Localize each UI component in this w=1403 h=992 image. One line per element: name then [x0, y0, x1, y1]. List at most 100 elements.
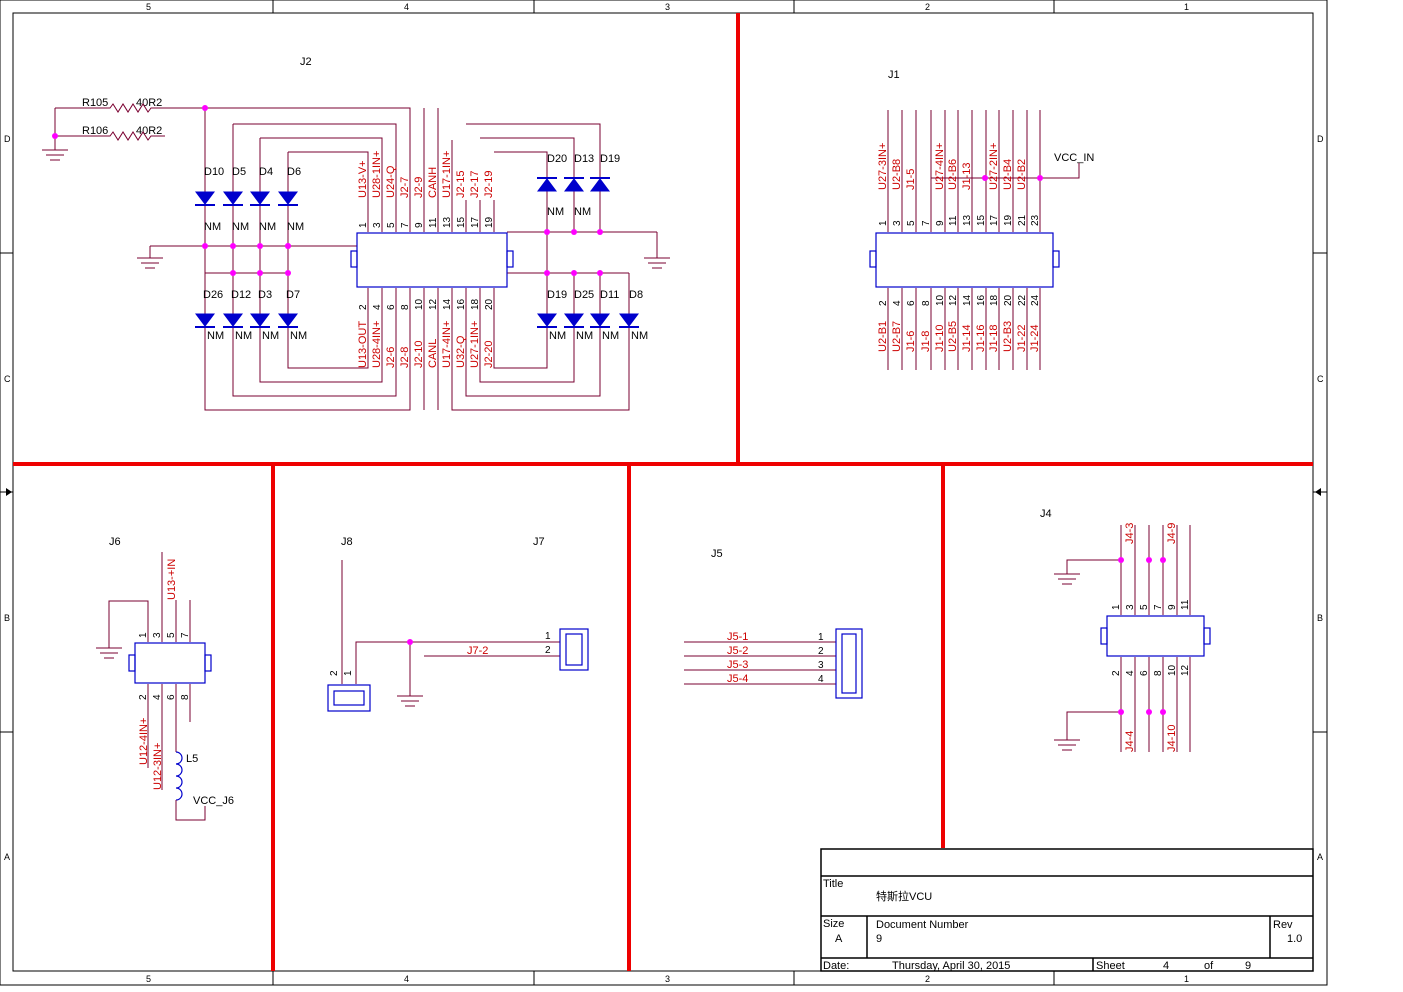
junction-dot: [257, 243, 263, 249]
j6-bot-pin-number: 6: [166, 694, 177, 700]
j4-ref: J4: [1040, 508, 1052, 520]
j6-top-pin-number: 5: [166, 632, 177, 638]
j2-bot-pin-number: 10: [414, 298, 425, 310]
title-block: Title 特斯拉VCU Size A Document Number 9 Re…: [820, 848, 1314, 972]
junction-dot: [597, 229, 603, 235]
junction-dot: [1146, 709, 1152, 715]
title-value: 特斯拉VCU: [876, 889, 932, 903]
junction-dot: [1118, 709, 1124, 715]
j6-ref: J6: [109, 536, 121, 548]
of-value: 9: [1245, 960, 1251, 972]
j2-top-net-label: J2-17: [469, 170, 481, 198]
diode-nm: NM: [232, 221, 249, 233]
diode-symbol: [223, 313, 243, 327]
diode-nm: NM: [576, 330, 593, 342]
j2-bot-pin-number: 18: [470, 298, 481, 310]
diode-ref: D26: [203, 289, 223, 301]
j2-top-pin-number: 11: [428, 217, 439, 228]
diode-nm: NM: [235, 330, 252, 342]
j2-top-pin-number: 9: [414, 222, 425, 228]
j4-bot-pin-number: 12: [1180, 664, 1191, 676]
j5-connector-body: [835, 628, 863, 699]
diode-symbol: [250, 191, 270, 205]
j1-bot-net-label: U2-B1: [877, 321, 889, 352]
j4-top-pin-number: 5: [1139, 604, 1150, 610]
j1-bot-net-label: J1-16: [975, 324, 987, 352]
diode-ref: D19: [600, 153, 620, 165]
j1-bot-pin-number: 18: [989, 294, 1000, 306]
junction-dot: [285, 270, 291, 276]
diode-nm: NM: [602, 330, 619, 342]
junction-dot: [544, 229, 550, 235]
j1-top-net-label: U27-3IN+: [877, 143, 889, 190]
diode-nm: NM: [207, 330, 224, 342]
junction-dot: [1146, 557, 1152, 563]
vcc-j6-label: VCC_J6: [193, 795, 234, 807]
j2-bot-pin-number: 20: [484, 298, 495, 310]
j2-bot-pin-number: 8: [400, 304, 411, 310]
junction-dot: [202, 243, 208, 249]
diode-symbol: [537, 313, 557, 327]
j4-top-net: J4-3: [1124, 523, 1136, 544]
j2-bot-net-label: J2-6: [385, 347, 397, 368]
j1-bot-pin-number: 14: [962, 294, 973, 306]
j4-bot-pin-number: 6: [1139, 670, 1150, 676]
j1-bot-net-label: U2-B7: [891, 321, 903, 352]
diode-symbol: [195, 191, 215, 205]
j8-connector-body: [327, 684, 371, 712]
size-value: A: [835, 933, 843, 945]
left-row-label: A: [4, 852, 10, 862]
inductor-l5: L5: [175, 751, 198, 806]
j1-bot-net-label: J1-24: [1029, 324, 1041, 352]
diode-nm: NM: [259, 221, 276, 233]
j1-connector-body: [869, 232, 1060, 288]
j1-bot-pin-number: 10: [935, 294, 946, 306]
j6-top-net: U13-+IN: [166, 559, 178, 600]
j6-bot-net: U12-4IN+: [138, 718, 150, 765]
j2-bot-net-label: U27-1IN+: [469, 321, 481, 368]
j2-top-pin-number: 17: [470, 216, 481, 228]
j6-bot-pin-number: 8: [180, 694, 191, 700]
j2-bot-pin-number: 6: [386, 304, 397, 310]
connector-j7-section: J7 J7-2 1 2: [467, 536, 589, 671]
diode-nm: NM: [547, 206, 564, 218]
bottom-col-label: 4: [404, 974, 409, 984]
j5-ref: J5: [711, 548, 723, 560]
j1-top-pin-number: 9: [935, 220, 946, 226]
j2-connector-body: [350, 232, 514, 288]
j1-bot-net-label: J1-10: [934, 324, 946, 352]
j1-top-pin-number: 1: [878, 220, 889, 226]
j1-ref: J1: [888, 69, 900, 81]
diode-nm: NM: [287, 221, 304, 233]
j2-bot-net-label: J2-10: [413, 340, 425, 368]
j4-bot-pin-number: 8: [1153, 670, 1164, 676]
vcc-in-label: VCC_IN: [1054, 152, 1094, 164]
j1-bot-net-label: U2-B3: [1002, 321, 1014, 352]
j5-pin-number: 3: [818, 660, 824, 671]
top-col-label: 4: [404, 2, 409, 12]
diode-ref: D6: [287, 166, 301, 178]
bottom-col-label: 3: [665, 974, 670, 984]
j2-top-net-label: CANH: [427, 167, 439, 198]
docnum-value: 9: [876, 933, 882, 945]
left-row-label: C: [4, 374, 11, 384]
j1-bot-pin-number: 8: [921, 300, 932, 306]
diode-symbol: [278, 191, 298, 205]
bottom-col-label: 5: [146, 974, 151, 984]
j2-top-net-label: J2-7: [399, 177, 411, 198]
j1-top-net-label: U2-B6: [947, 159, 959, 190]
j1-top-net-label: U2-B8: [891, 159, 903, 190]
j5-net-label: J5-3: [727, 659, 748, 671]
diode-symbol: [250, 313, 270, 327]
j2-top-net-label: J2-19: [483, 170, 495, 198]
j2-junctions: [52, 105, 603, 276]
diode-ref: D3: [258, 289, 272, 301]
j4-top-pin-number: 9: [1167, 604, 1178, 610]
